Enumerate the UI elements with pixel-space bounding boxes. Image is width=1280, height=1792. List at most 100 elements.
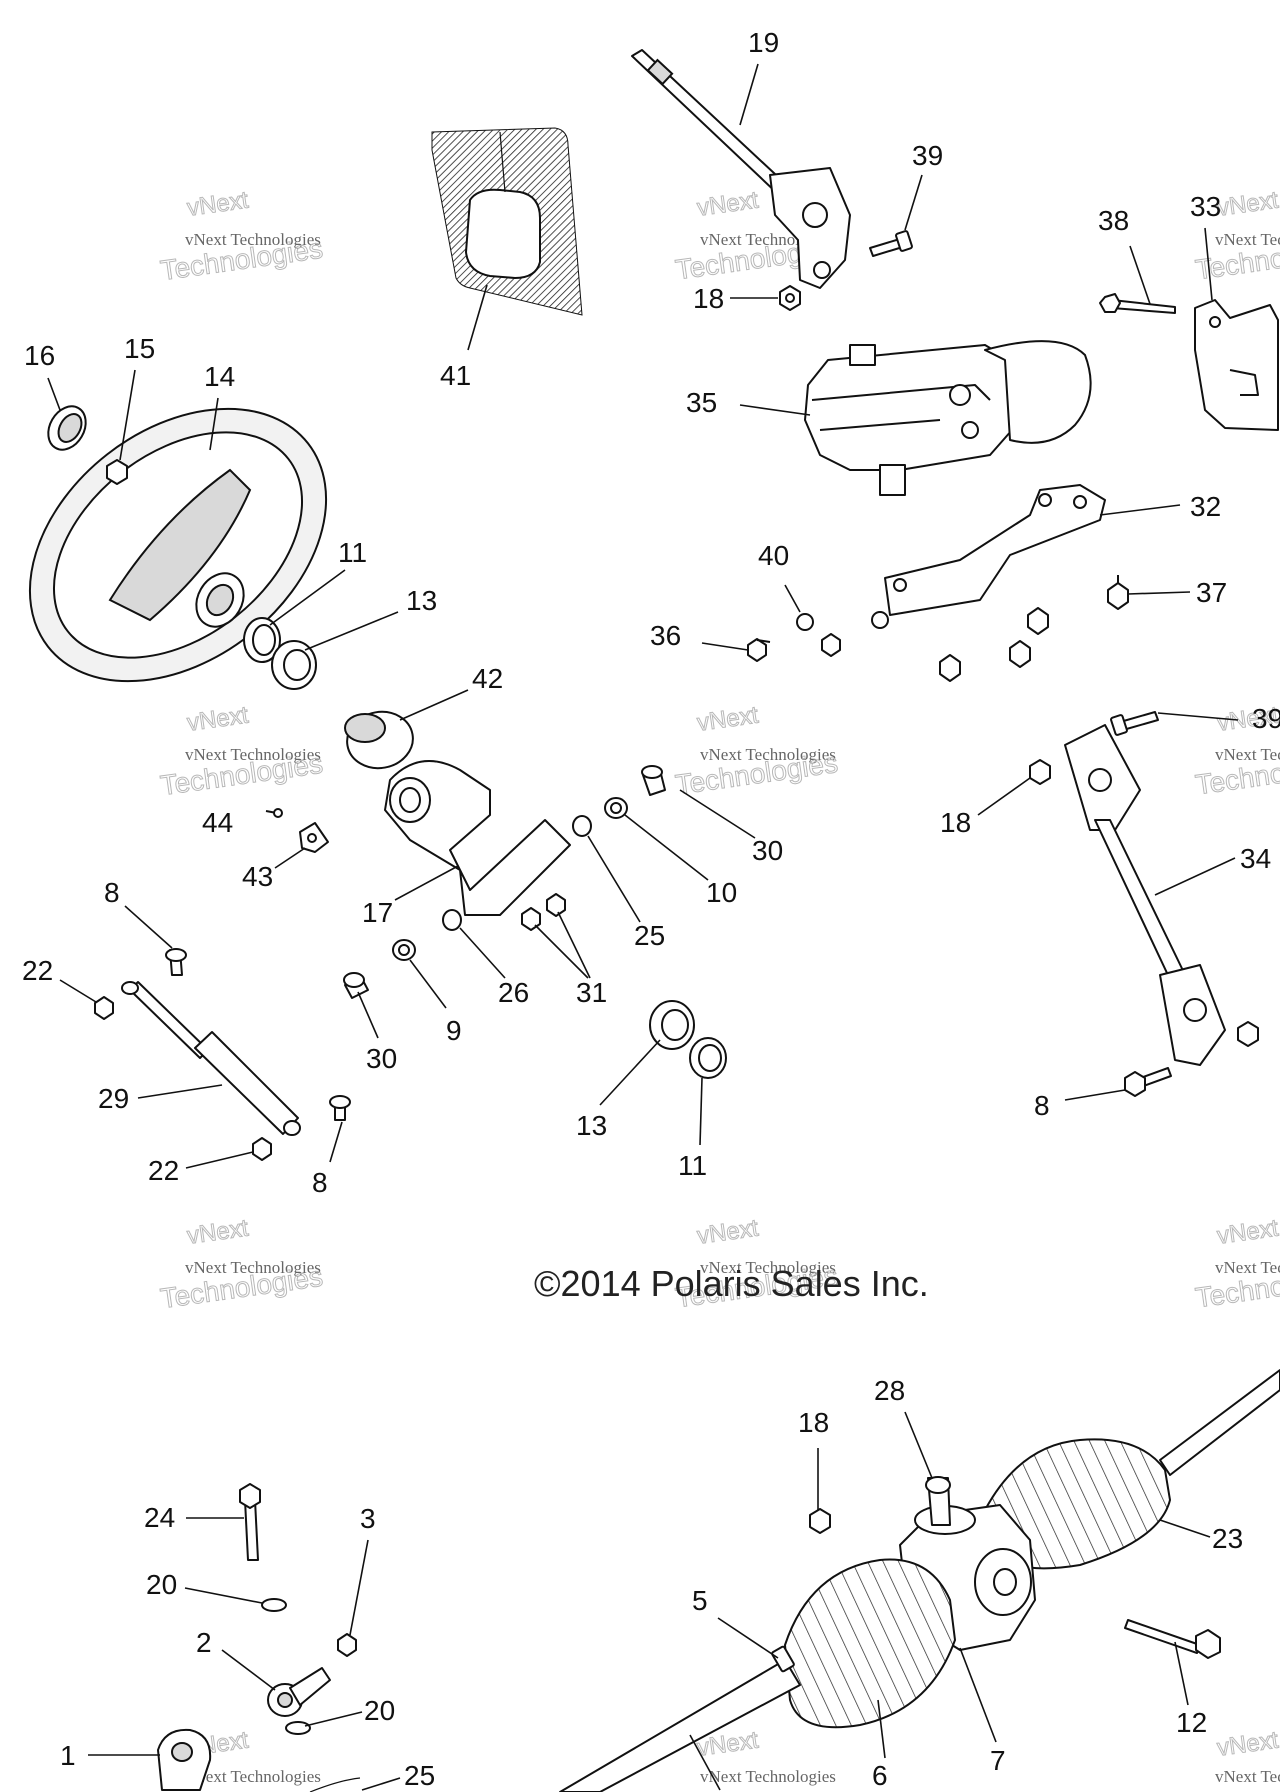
watermark: vNext vNext Technologies Technologies (1193, 1214, 1280, 1314)
part-15-nut (106, 459, 128, 485)
svg-text:vNext: vNext (695, 187, 760, 222)
watermark: vNext vNext Technologies Technologies (158, 701, 325, 802)
part-24-bolt (239, 1483, 261, 1561)
leader-line (534, 924, 589, 979)
part-42-hub (344, 710, 414, 770)
part-20-washer (261, 1598, 287, 1612)
part-22-nut (252, 1137, 272, 1161)
leader-line (349, 1539, 369, 1636)
part-25-washer (572, 815, 592, 837)
part-33-side-bracket (1194, 299, 1279, 431)
callout-label: 19 (748, 27, 779, 58)
svg-text:vNext Technologies: vNext Technologies (1215, 230, 1280, 249)
part-10-bushing (392, 939, 416, 961)
callout-group: 19 39 38 33 18 41 35 16 15 14 32 11 (22, 27, 1280, 1198)
part-29-gas-strut (121, 981, 301, 1136)
callout-label: 30 (366, 1043, 397, 1074)
part-11-ring (689, 1037, 727, 1079)
callout-label: 38 (1098, 205, 1129, 236)
part-43-clip (299, 822, 329, 853)
leader-line (47, 377, 61, 411)
callout-label: 39 (1252, 703, 1280, 734)
leader-line (59, 979, 97, 1003)
part-13-bearing (649, 1000, 695, 1050)
part-25-washer (442, 909, 462, 931)
callout-label: 41 (440, 360, 471, 391)
part-41-gasket (431, 127, 583, 316)
part-32-bracket (884, 484, 1106, 616)
part-18-nut (779, 285, 801, 311)
leader-line (739, 63, 759, 126)
leader-line (361, 1777, 401, 1791)
callout-label: 8 (104, 877, 120, 908)
leader-line (904, 174, 923, 231)
callout-label: 9 (446, 1015, 462, 1046)
leader-line (1064, 1089, 1126, 1101)
leader-line (717, 1617, 779, 1659)
leader-line (1174, 1641, 1189, 1706)
part-34-intermediate-shaft (1064, 724, 1226, 1066)
svg-text:vNext Technologies: vNext Technologies (185, 745, 321, 764)
leader-line (184, 1587, 263, 1604)
svg-text:vNext Technologies: vNext Technologies (185, 1767, 321, 1786)
leader-line (399, 689, 469, 721)
leader-line (185, 1151, 254, 1169)
callout-label: 12 (1176, 1707, 1207, 1738)
part-30-stud (641, 765, 666, 796)
callout-label: 20 (146, 1569, 177, 1600)
svg-text:vNext: vNext (695, 1215, 760, 1250)
callout-label: 8 (1034, 1090, 1050, 1121)
callout-label: 22 (22, 955, 53, 986)
svg-text:vNext: vNext (185, 1215, 250, 1250)
leader-line (137, 1084, 223, 1099)
leader-line (904, 1411, 933, 1479)
leader-line (1157, 712, 1239, 721)
svg-text:vNext: vNext (185, 702, 250, 737)
part-8-stud (165, 948, 187, 976)
leader-line (209, 397, 219, 451)
callout-label: 32 (1190, 491, 1221, 522)
leader-line (1099, 504, 1181, 516)
part-40-washer (871, 611, 889, 629)
svg-text:vNext Technologies: vNext Technologies (1215, 1258, 1280, 1277)
part-12-bolt (1124, 1619, 1221, 1659)
part-18-nut (809, 1508, 831, 1534)
part-35-eps-unit (804, 340, 1092, 496)
callout-label: 31 (576, 977, 607, 1008)
watermark: vNext vNext Technologies (1215, 1726, 1280, 1786)
svg-text:vNext Technologies: vNext Technologies (700, 745, 836, 764)
leader-line (877, 1699, 886, 1759)
leader-line (304, 611, 399, 651)
svg-text:vNext Technologies: vNext Technologies (185, 1258, 321, 1277)
leader-line (977, 777, 1031, 816)
callout-label: 17 (362, 897, 393, 928)
callout-label: 20 (364, 1695, 395, 1726)
leader-line (1159, 1519, 1211, 1538)
watermark: vNext vNext Technologies Technologies (158, 186, 325, 287)
part-13-bearing (271, 640, 317, 690)
svg-text:vNext: vNext (185, 187, 250, 222)
callout-label: 34 (1240, 843, 1271, 874)
callout-label: 8 (312, 1167, 328, 1198)
callout-label: 22 (148, 1155, 179, 1186)
leader-line (1204, 227, 1213, 301)
part-14-steering-wheel (28, 407, 328, 683)
leader-line (557, 911, 591, 979)
leader-line (274, 847, 306, 869)
callout-label: 11 (338, 537, 367, 568)
part-2-tie-rod-end (267, 1667, 331, 1717)
svg-text:vNext Technologies: vNext Technologies (185, 230, 321, 249)
part-1-bushing (157, 1728, 212, 1791)
part-9-bolt (1124, 1067, 1172, 1097)
part-17-column-bracket (384, 760, 571, 916)
callout-label: 6 (872, 1760, 888, 1791)
leader-line (1154, 857, 1236, 896)
watermark: vNext vNext Technologies (695, 1726, 836, 1786)
part-31-nut (546, 893, 566, 917)
svg-text:vNext Technologies: vNext Technologies (1215, 745, 1280, 764)
leader-line (467, 284, 488, 351)
callout-label: 10 (706, 877, 737, 908)
leader-line (784, 584, 801, 613)
leader-line (409, 959, 447, 1009)
svg-text:vNext: vNext (1215, 187, 1280, 222)
